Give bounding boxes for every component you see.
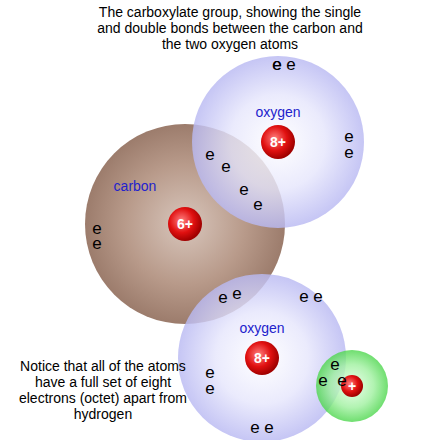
electron: e [344,144,353,161]
atom-name: oxygen [255,104,300,120]
atom-circle: oxygen 8+ [192,56,364,228]
electron: e [221,158,230,175]
electron: e [253,196,262,213]
atom-name: oxygen [239,320,284,336]
electron: e [250,419,259,436]
note-text: Notice that all of the atoms have a full… [10,358,196,422]
nucleus-charge: + [348,378,356,394]
electron: e [330,356,339,373]
electron: e [344,128,353,145]
electron: e [272,56,281,73]
electron: e [218,289,227,306]
nucleus-charge: 6+ [177,216,193,232]
electron: e [264,419,273,436]
nucleus-charge: 8+ [254,350,270,366]
electron: e [313,288,322,305]
electron: e [239,181,248,198]
diagram-title: The carboxylate group, showing the singl… [90,4,370,52]
electron: e [205,364,214,381]
electron: e [92,235,101,252]
electron: e [337,372,346,389]
electron: e [286,56,295,73]
electron: e [299,288,308,305]
atom-name: carbon [114,178,157,194]
electron: e [205,146,214,163]
electron: e [232,285,241,302]
nucleus-charge: 8+ [270,134,286,150]
electron: e [205,380,214,397]
electron: e [318,372,327,389]
